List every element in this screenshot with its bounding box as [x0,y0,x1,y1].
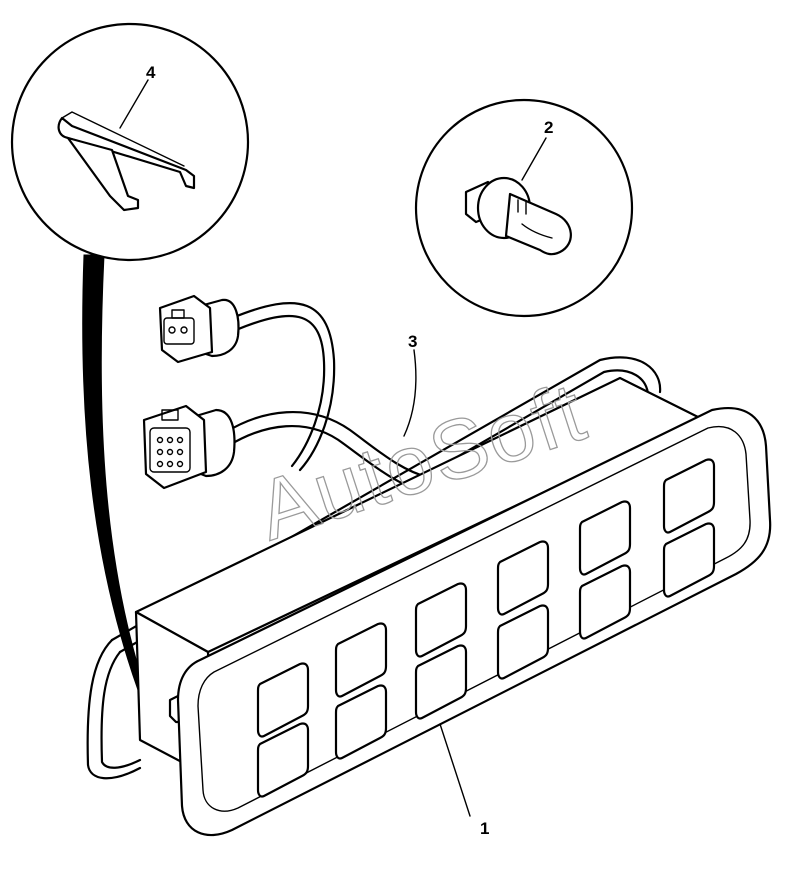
connector-small [158,294,240,364]
indicator-window [334,622,388,698]
wiring-harness [224,302,432,494]
indicator-window [256,662,310,738]
callout-4-label: 4 [146,63,156,82]
indicator-windows [256,458,716,798]
callout-1-label: 1 [480,819,489,838]
indicator-window [496,540,550,616]
bulb [464,176,572,256]
retaining-clip [57,111,196,212]
indicator-window [662,458,716,534]
indicator-window [256,722,310,798]
indicator-window [662,522,716,598]
detail-4-leader-band [82,254,145,691]
callout-2-label: 2 [544,118,553,137]
indicator-window [578,500,632,576]
wire-bracket [86,356,662,780]
indicator-window [414,644,468,720]
callout-leaders [119,79,547,817]
indicator-window [496,604,550,680]
detail-circle-2 [414,98,634,318]
connector-large [142,404,236,490]
indicator-window [578,564,632,640]
indicator-window [414,582,468,658]
detail-circle-4 [10,22,250,262]
callout-3-label: 3 [408,332,417,351]
indicator-window [334,684,388,760]
